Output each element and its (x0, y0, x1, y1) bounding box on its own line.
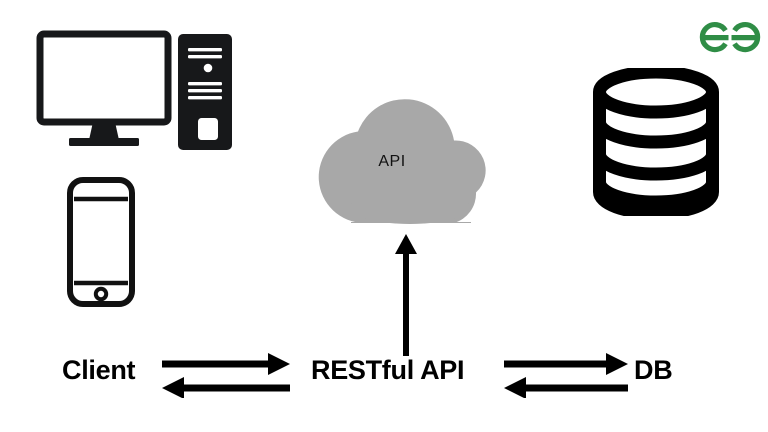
database-cylinder-icon (590, 65, 722, 220)
arrow-left-restful-to-client (162, 377, 290, 399)
arrow-right-restful-to-db (504, 353, 628, 375)
smartphone-icon (66, 176, 136, 308)
arrow-restful-to-cloud (388, 232, 424, 356)
flow-label-db: DB (634, 355, 673, 385)
api-cloud-icon: API (306, 95, 518, 225)
arrow-left-db-to-restful (504, 377, 628, 399)
flow-label-restful-api: RESTful API (311, 355, 465, 385)
arrows-restful-to-db (502, 350, 630, 399)
arrow-right-client-to-restful (162, 353, 290, 375)
geeksforgeeks-logo (694, 8, 766, 64)
api-cloud-label: API (378, 153, 406, 170)
desktop-computer-icon (36, 30, 236, 158)
arrows-client-to-restful (160, 350, 292, 399)
flow-label-client: Client (62, 355, 136, 385)
